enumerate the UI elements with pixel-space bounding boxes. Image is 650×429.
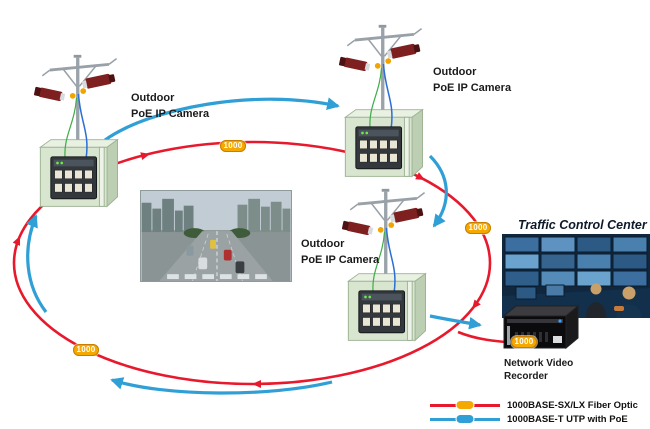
utp-link-right [428,154,448,228]
camera-site-1-label: Outdoor PoE IP Camera [131,90,209,122]
legend-utp-row: 1000BASE-T UTP with PoE [430,412,638,426]
site-2-label-line1: Outdoor [433,66,477,78]
fiber-arrow-icons [12,152,481,388]
operator-2 [614,286,642,318]
legend-fiber-row: 1000BASE-SX/LX Fiber Optic [430,398,638,412]
control-center-title: Traffic Control Center [518,218,647,232]
speed-badge-bottom-left: 1000 [73,344,99,356]
camera-site-2-label: Outdoor PoE IP Camera [433,64,511,96]
camera-sites [32,23,427,342]
legend-fiber-marker-icon [456,401,474,409]
nvr-label-line1: Network Video [504,358,574,369]
legend-fiber-label: 1000BASE-SX/LX Fiber Optic [507,399,638,411]
camera-site-3-label: Outdoor PoE IP Camera [301,236,379,268]
legend-fiber-line [430,401,500,409]
legend: 1000BASE-SX/LX Fiber Optic 1000BASE-T UT… [430,398,638,426]
operator-1 [586,283,606,318]
control-room-scene [502,234,650,318]
city-buildings [141,198,194,233]
crosswalk [167,274,267,280]
nvr-device [500,298,580,356]
legend-utp-line [430,415,500,423]
utp-link-to-nvr [429,314,482,330]
site-1-label-line2: PoE IP Camera [131,108,210,120]
site-2-label-line2: PoE IP Camera [433,82,512,94]
camera-site-2 [337,23,424,178]
speed-badge-right: 1000 [465,222,491,234]
camera-site-1 [32,53,119,208]
speed-badge-top: 1000 [220,140,246,152]
utp-link-top [104,97,340,142]
site-1-label-line1: Outdoor [131,92,175,104]
legend-utp-label: 1000BASE-T UTP with PoE [507,413,628,425]
control-center-photo [502,234,650,318]
desk-monitors [515,284,565,300]
utp-links [25,97,482,395]
video-wall [504,236,648,287]
nvr-label-line2: Recorder [504,371,548,382]
nvr-label: Network Video Recorder [504,357,573,383]
cars [186,239,245,274]
traffic-road-photo [140,190,292,282]
legend-utp-marker-icon [456,415,474,423]
site-3-label-line2: PoE IP Camera [301,254,380,266]
traffic-road-scene [141,191,291,281]
utp-link-left [25,214,48,313]
nvr-icon [502,304,580,350]
site-3-label-line1: Outdoor [301,238,345,250]
speed-badge-nvr: 1000 [511,336,537,348]
utp-link-bottom [110,377,333,395]
